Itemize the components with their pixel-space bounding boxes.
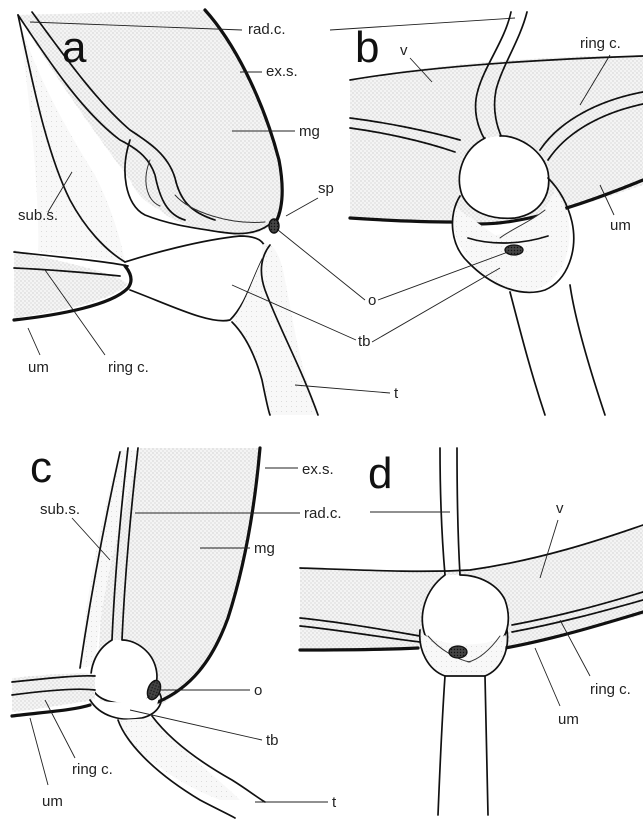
panel-a-label-mg: mg xyxy=(299,123,320,140)
panel-c-label-tb: tb xyxy=(266,732,279,749)
panel-d-tentacle xyxy=(438,676,445,815)
panel-c-label-rad-c: rad.c. xyxy=(304,505,342,522)
panel-d-umbrella-margin xyxy=(300,648,418,650)
panel-b-label-ring-c: ring c. xyxy=(580,35,621,52)
panel-d-letter: d xyxy=(368,449,392,498)
panel-a-label-ex-s: ex.s. xyxy=(266,63,298,80)
panel-b-tentacle xyxy=(510,292,545,415)
panel-c-label-ex-s: ex.s. xyxy=(302,461,334,478)
panel-c-letter: c xyxy=(30,443,52,492)
panel-d-radial-canal xyxy=(440,448,445,575)
panel-a-label-um: um xyxy=(28,359,49,376)
panel-b-label-v: v xyxy=(400,42,408,59)
panel-c-label-ring-c: ring c. xyxy=(72,761,113,778)
panel-a-ocellus xyxy=(269,219,279,233)
panel-c-label-um: um xyxy=(42,793,63,810)
panel-b: b v ring c. um xyxy=(350,12,643,415)
panel-d-label-um: um xyxy=(558,711,579,728)
panel-a-label-o: o xyxy=(368,292,376,309)
panel-c-label-sub-s: sub.s. xyxy=(40,501,80,518)
panel-a-letter: a xyxy=(62,23,87,72)
panel-c-label-t: t xyxy=(332,794,337,811)
panel-d-label-ring-c: ring c. xyxy=(590,681,631,698)
panel-a-label-sub-s: sub.s. xyxy=(18,207,58,224)
panel-b-letter: b xyxy=(355,23,379,72)
panel-c-label-mg: mg xyxy=(254,540,275,557)
panel-d-ocellus xyxy=(449,646,467,658)
panel-b-label-um: um xyxy=(610,217,631,234)
panel-c-label-o: o xyxy=(254,682,262,699)
panel-a-label-sp: sp xyxy=(318,180,334,197)
panel-a-label-rad-c: rad.c. xyxy=(248,21,286,38)
panel-d: d v ring c. um xyxy=(300,448,643,815)
panel-a-label-ring-c: ring c. xyxy=(108,359,149,376)
panel-a-label-tb: tb xyxy=(358,333,371,350)
panel-a-label-t: t xyxy=(394,385,399,402)
panel-b-ocellus xyxy=(505,245,523,255)
panel-c: c ex.s. sub.s. rad.c. mg o tb ring c. um… xyxy=(12,443,342,818)
panel-d-label-v: v xyxy=(556,500,564,517)
